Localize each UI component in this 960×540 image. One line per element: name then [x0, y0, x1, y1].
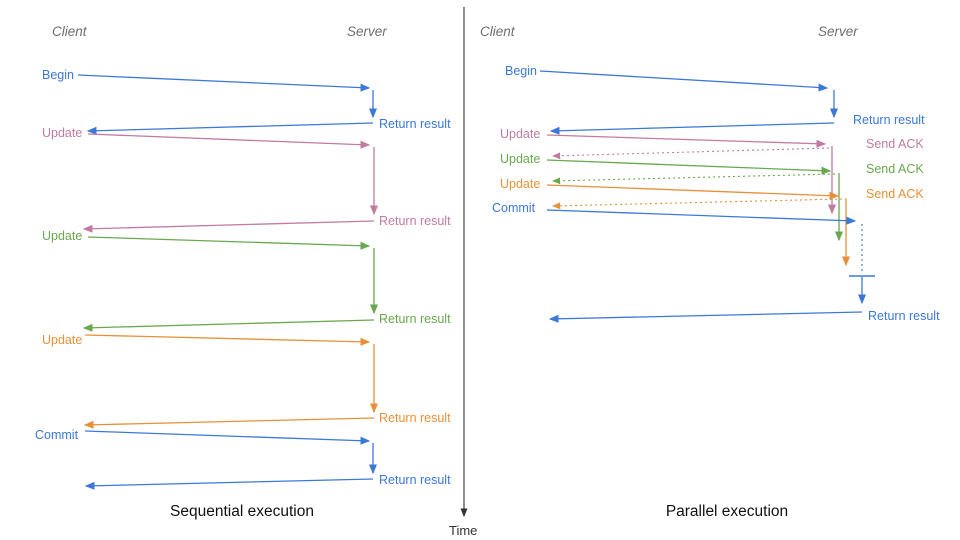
sequential-title: Sequential execution: [170, 503, 314, 520]
seq-update2-response-label: Return result: [379, 312, 451, 326]
seq-step-update2: Update Return result: [42, 229, 451, 332]
seq-update3-response-label: Return result: [379, 411, 451, 425]
par-step-begin: Begin Return result: [505, 64, 925, 135]
par-update1-ack-line: [551, 147, 830, 160]
seq-commit-request-line: [84, 430, 371, 445]
par-update1-request-line: [546, 134, 827, 148]
par-update3-ack-line: [551, 198, 843, 210]
par-server-header: Server: [818, 24, 858, 39]
seq-server-header: Server: [347, 24, 387, 39]
par-update2-label: Update: [500, 152, 540, 166]
par-commit-label: Commit: [492, 201, 536, 215]
par-update2-ack-line: [551, 173, 836, 185]
seq-update3-response-line: [83, 417, 375, 429]
seq-step-commit: Commit Return result: [35, 428, 451, 490]
par-client-header: Client: [480, 24, 516, 39]
seq-update3-label: Update: [42, 333, 82, 347]
seq-update1-request-line: [87, 133, 371, 149]
par-commit-response-line: [548, 311, 863, 323]
time-axis: Time: [449, 7, 477, 538]
seq-step-update1: Update Return result: [42, 126, 451, 233]
seq-commit-response-line: [84, 478, 374, 490]
par-step-update3: Update Send ACK: [500, 177, 924, 267]
seq-update1-response-label: Return result: [379, 214, 451, 228]
parallel-title: Parallel execution: [666, 503, 788, 520]
par-update2-request-line: [546, 159, 832, 175]
seq-begin-request-line: [77, 74, 371, 92]
par-update1-label: Update: [500, 127, 540, 141]
par-commit-response-label: Return result: [868, 309, 940, 323]
seq-begin-response-label: Return result: [379, 117, 451, 131]
seq-update2-label: Update: [42, 229, 82, 243]
seq-client-header: Client: [52, 24, 88, 39]
seq-step-begin: Begin Return result: [42, 68, 451, 135]
par-begin-request-line: [539, 70, 829, 92]
par-begin-response-line: [549, 122, 835, 135]
par-update2-ack-label: Send ACK: [866, 162, 924, 176]
seq-begin-label: Begin: [42, 68, 74, 82]
seq-update3-request-line: [84, 334, 371, 346]
par-update3-ack-label: Send ACK: [866, 187, 924, 201]
seq-commit-response-label: Return result: [379, 473, 451, 487]
par-step-commit: Commit Return result: [492, 201, 940, 323]
par-begin-label: Begin: [505, 64, 537, 78]
par-begin-response-label: Return result: [853, 113, 925, 127]
seq-step-update3: Update Return result: [42, 333, 451, 429]
par-step-update2: Update Send ACK: [500, 152, 924, 242]
time-axis-label: Time: [449, 523, 477, 538]
parallel-panel: Client Server Begin Return result Update…: [480, 24, 940, 520]
seq-update2-request-line: [87, 236, 371, 250]
seq-update2-response-line: [82, 319, 375, 332]
seq-begin-response-line: [86, 122, 374, 135]
par-update1-ack-label: Send ACK: [866, 137, 924, 151]
par-update3-request-line: [546, 184, 840, 200]
seq-update1-label: Update: [42, 126, 82, 140]
par-commit-request-line: [546, 209, 857, 225]
seq-update1-response-line: [82, 220, 375, 233]
par-update3-label: Update: [500, 177, 540, 191]
sequential-panel: Client Server Begin Return result Update…: [35, 24, 451, 520]
seq-commit-label: Commit: [35, 428, 79, 442]
par-step-update1: Update Send ACK: [500, 127, 924, 215]
